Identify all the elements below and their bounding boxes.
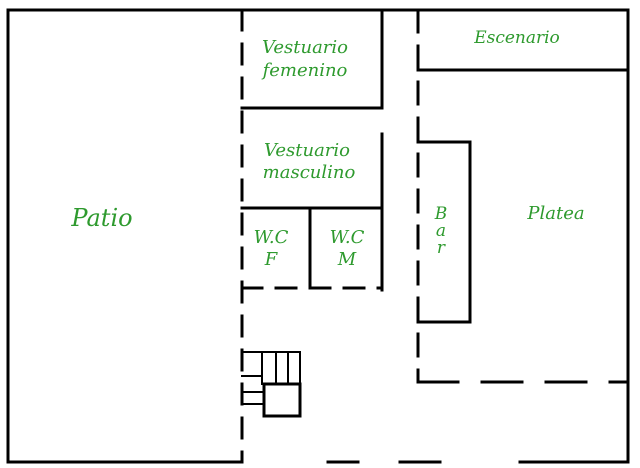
bar-outline bbox=[416, 140, 472, 324]
label-bar-a: a bbox=[436, 221, 446, 241]
label-vestuario-femenino-line1: Vestuario bbox=[262, 37, 348, 58]
label-wc-f-line2: F bbox=[264, 249, 279, 270]
label-vestuario-masculino-line1: Vestuario bbox=[264, 140, 350, 161]
label-bar-r: r bbox=[437, 238, 446, 258]
label-vestuario-femenino-line2: femenino bbox=[261, 60, 348, 81]
walls bbox=[6, 8, 630, 464]
label-platea: Platea bbox=[526, 203, 584, 224]
staircase bbox=[241, 351, 302, 418]
label-escenario: Escenario bbox=[473, 28, 560, 48]
label-wc-f-line1: W.C bbox=[254, 227, 289, 248]
label-bar-b: B bbox=[434, 204, 448, 224]
label-patio: Patio bbox=[70, 204, 132, 232]
label-vestuario-masculino-line2: masculino bbox=[263, 162, 356, 183]
room-labels: Patio Vestuario femenino Vestuario mascu… bbox=[70, 28, 584, 270]
label-wc-m-line1: W.C bbox=[330, 227, 365, 248]
label-wc-m-line2: M bbox=[337, 249, 357, 270]
